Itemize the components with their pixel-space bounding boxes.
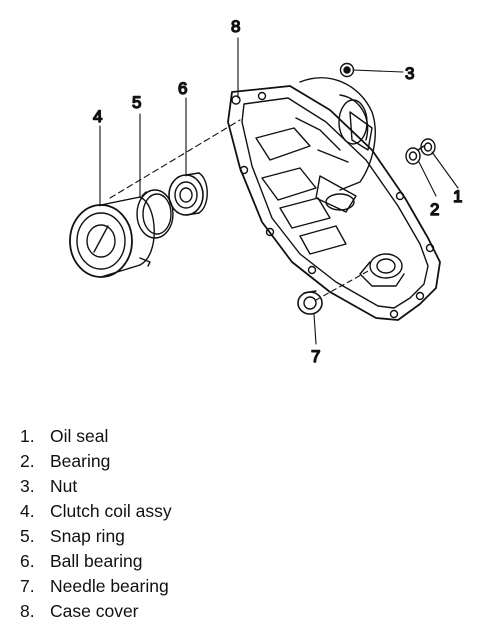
nut-part — [339, 62, 355, 78]
callout-number-3: 3 — [405, 64, 414, 83]
legend-item: 5.Snap ring — [20, 526, 125, 546]
clutch-coil-part — [69, 196, 155, 278]
snap-ring-part — [136, 189, 174, 239]
leader-lines — [99, 37, 459, 345]
legend-item: 3.Nut — [20, 476, 78, 496]
legend-item: 4.Clutch coil assy — [20, 501, 172, 521]
callout-number-7: 7 — [311, 347, 320, 366]
legend-label: Case cover — [50, 601, 139, 621]
legend-label: Needle bearing — [50, 576, 169, 596]
legend-item: 1.Oil seal — [20, 426, 109, 446]
parts-legend: 1.Oil seal 2.Bearing 3.Nut 4.Clutch coil… — [20, 424, 172, 624]
callout-number-6: 6 — [178, 79, 187, 98]
legend-label: Oil seal — [50, 426, 109, 446]
legend-label: Bearing — [50, 451, 111, 471]
ball-bearing-part — [168, 172, 208, 216]
oil-seal-and-bearing-parts — [405, 138, 436, 165]
case-cover-part — [227, 77, 441, 321]
callout-number-4: 4 — [93, 107, 102, 126]
callout-number-1: 1 — [453, 187, 462, 206]
assembly-axis-line — [109, 119, 241, 199]
legend-label: Snap ring — [50, 526, 125, 546]
needle-bearing-part — [297, 290, 323, 315]
legend-item: 8.Case cover — [20, 601, 139, 621]
legend-item: 6.Ball bearing — [20, 551, 143, 571]
legend-item: 2.Bearing — [20, 451, 111, 471]
legend-label: Ball bearing — [50, 551, 143, 571]
legend-item: 7.Needle bearing — [20, 576, 169, 596]
callout-number-5: 5 — [132, 93, 141, 112]
needle-bearing-axis-line — [315, 269, 371, 301]
callout-number-8: 8 — [231, 17, 240, 36]
exploded-view-drawing: 1 2 3 4 5 6 7 8 — [69, 16, 463, 367]
callout-number-2: 2 — [430, 200, 439, 219]
legend-label: Nut — [50, 476, 78, 496]
legend-label: Clutch coil assy — [50, 501, 172, 521]
